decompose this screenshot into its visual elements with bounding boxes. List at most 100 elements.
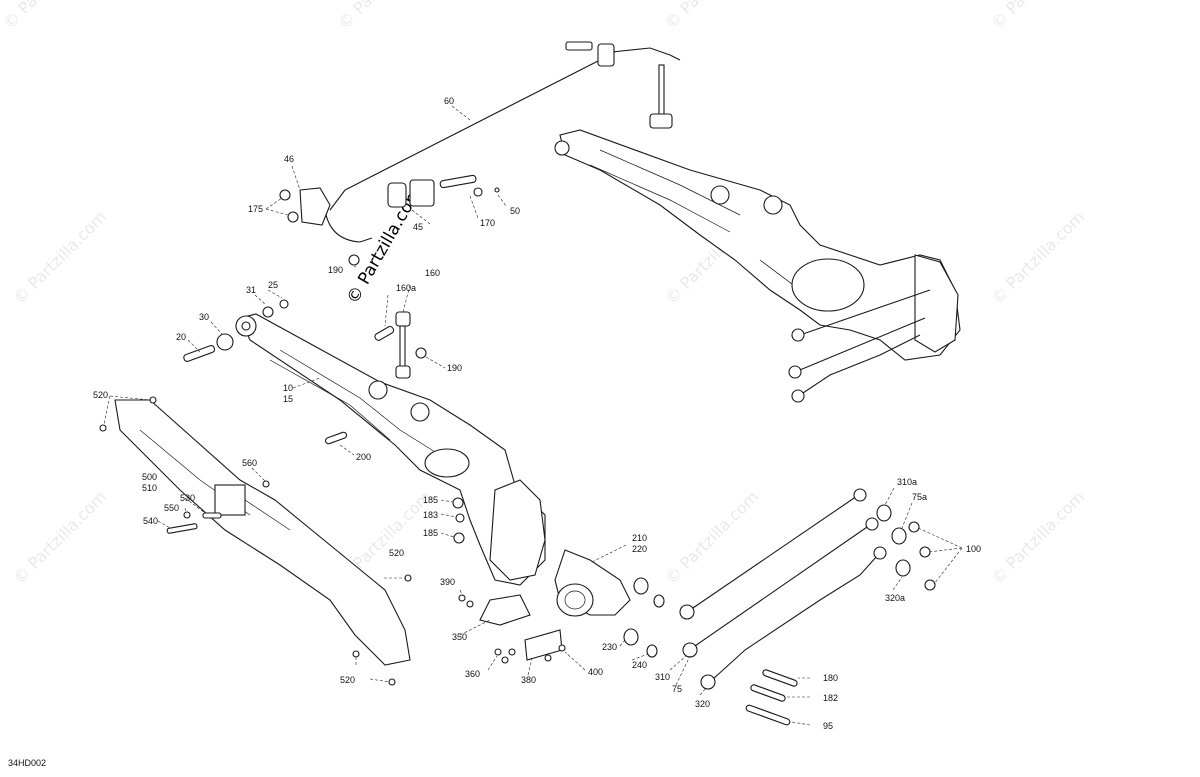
callout-182[interactable]: 182 [823, 693, 838, 703]
callout-100[interactable]: 100 [966, 544, 981, 554]
callout-185-top[interactable]: 185 [423, 495, 438, 505]
bolt-170 [439, 174, 477, 189]
knuckle-assembly [452, 497, 665, 664]
callout-46[interactable]: 46 [284, 154, 294, 164]
callout-390[interactable]: 390 [440, 577, 455, 587]
callout-labels: 60 46 175 45 170 50 190 160 160a 190 31 … [93, 96, 981, 731]
bracket-350 [479, 594, 531, 626]
frame-bracket [214, 484, 246, 516]
callout-15[interactable]: 15 [283, 394, 293, 404]
callout-160[interactable]: 160 [425, 268, 440, 278]
bolt-95 [745, 704, 791, 726]
stabilizer-bar-bend [324, 209, 373, 243]
bar-bracket [565, 41, 593, 51]
nut-185 [452, 497, 464, 509]
assembled-front-bushing [554, 140, 570, 156]
callout-190-lower[interactable]: 190 [447, 363, 462, 373]
bolt-360 [508, 648, 516, 656]
callout-20[interactable]: 20 [176, 332, 186, 342]
bar-bushing [387, 182, 407, 208]
callout-400[interactable]: 400 [588, 667, 603, 677]
callout-350[interactable]: 350 [452, 632, 467, 642]
assembled-trailing-arm [559, 129, 961, 361]
trailing-arm-assembly [183, 299, 546, 586]
bolt-182 [750, 684, 786, 702]
link-160-joint [395, 365, 411, 379]
frame-member-assembly [99, 396, 412, 686]
callout-175[interactable]: 175 [248, 204, 263, 214]
assembled-joint [710, 185, 730, 205]
watermark: © Partzilla.com [661, 487, 762, 588]
callout-520-mid[interactable]: 520 [389, 548, 404, 558]
callout-310a[interactable]: 310a [897, 477, 917, 487]
assembled-link [799, 289, 931, 336]
callout-75a[interactable]: 75a [912, 492, 927, 502]
callout-210[interactable]: 210 [632, 533, 647, 543]
screw-520 [388, 678, 396, 686]
end-link-joint [649, 113, 673, 129]
callout-200[interactable]: 200 [356, 452, 371, 462]
bushing-75a [891, 527, 907, 545]
callout-170[interactable]: 170 [480, 218, 495, 228]
callout-45[interactable]: 45 [413, 222, 423, 232]
screw-560 [262, 480, 270, 488]
leader-lines [103, 105, 963, 726]
callout-550[interactable]: 550 [164, 503, 179, 513]
screw-520 [352, 650, 360, 658]
callout-60[interactable]: 60 [444, 96, 454, 106]
callout-560[interactable]: 560 [242, 458, 257, 468]
nut-100 [908, 521, 920, 533]
link-end [679, 604, 695, 620]
watermark: © Partzilla.com [334, 0, 435, 33]
screw-520 [149, 396, 157, 404]
assembled-knuckle [914, 254, 959, 353]
callout-380[interactable]: 380 [521, 675, 536, 685]
callout-520-bottom[interactable]: 520 [340, 675, 355, 685]
front-bushing-bore [241, 321, 251, 331]
trailing-arm-pocket [424, 448, 470, 478]
assembled-link-end [791, 328, 805, 342]
callout-540[interactable]: 540 [143, 516, 158, 526]
ring-240 [653, 594, 665, 608]
assembled-view [554, 129, 961, 403]
callout-185-bottom[interactable]: 185 [423, 528, 438, 538]
callout-500[interactable]: 500 [142, 472, 157, 482]
callout-95[interactable]: 95 [823, 721, 833, 731]
callout-160a[interactable]: 160a [396, 283, 416, 293]
callout-510[interactable]: 510 [142, 483, 157, 493]
arm-joint [368, 380, 388, 400]
callout-31[interactable]: 31 [246, 285, 256, 295]
bolt-400 [544, 654, 552, 662]
callout-50[interactable]: 50 [510, 206, 520, 216]
watermark: © Partzilla.com [987, 207, 1088, 308]
nut [473, 187, 483, 197]
callout-360[interactable]: 360 [465, 669, 480, 679]
callout-520-top[interactable]: 520 [93, 390, 108, 400]
nut-100 [919, 546, 931, 558]
callout-180[interactable]: 180 [823, 673, 838, 683]
assembled-arm-pocket [791, 258, 865, 312]
callout-240[interactable]: 240 [632, 660, 647, 670]
callout-183[interactable]: 183 [423, 510, 438, 520]
link-end [873, 546, 887, 560]
bolt-390 [466, 600, 474, 608]
callout-530[interactable]: 530 [180, 493, 195, 503]
frame-member [114, 399, 411, 666]
hub-bore [556, 583, 594, 617]
link-160 [395, 311, 411, 327]
bracket-45 [409, 179, 435, 207]
watermark: © Partzilla.com [0, 0, 100, 33]
callout-320a[interactable]: 320a [885, 593, 905, 603]
bushing-230 [633, 577, 649, 595]
callout-220[interactable]: 220 [632, 544, 647, 554]
callout-25[interactable]: 25 [268, 280, 278, 290]
watermark: © Partzilla.com [9, 487, 110, 588]
callout-30[interactable]: 30 [199, 312, 209, 322]
callout-75[interactable]: 75 [672, 684, 682, 694]
callout-230[interactable]: 230 [602, 642, 617, 652]
callout-320[interactable]: 320 [695, 699, 710, 709]
callout-190-upper[interactable]: 190 [328, 265, 343, 275]
callout-310[interactable]: 310 [655, 672, 670, 682]
callout-10[interactable]: 10 [283, 383, 293, 393]
